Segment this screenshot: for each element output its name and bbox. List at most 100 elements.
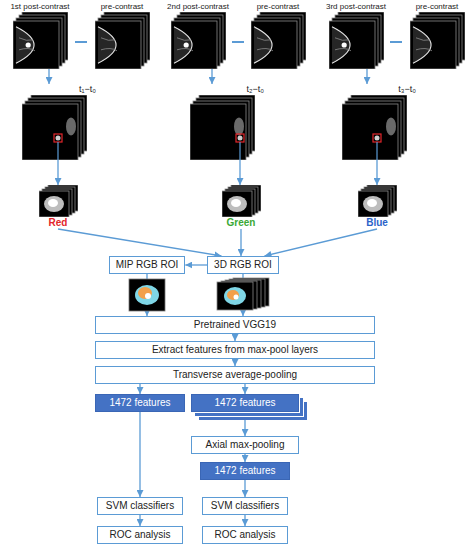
image-stack: 2nd post-contrast	[162, 2, 234, 69]
node-label: pre-contrast	[92, 2, 152, 12]
lesion-blob	[44, 196, 64, 212]
image-slice	[251, 21, 297, 69]
roi-marker	[54, 134, 62, 142]
image-slice	[410, 21, 456, 69]
image-slice	[13, 21, 59, 69]
process-box: Axial max-pooling	[191, 436, 299, 454]
arrow-connector	[48, 69, 49, 84]
node-label: Extract features from max-pool layers	[102, 344, 368, 356]
tissue-texture	[257, 38, 273, 51]
lesion-blob	[135, 285, 159, 305]
lesion-blob	[363, 196, 383, 212]
tissue-texture	[177, 38, 193, 51]
lesion-blob	[227, 196, 247, 212]
node-label: pre-contrast	[407, 2, 467, 12]
image-stack-picture	[39, 185, 78, 217]
image-slice	[95, 21, 141, 69]
image-stack: pre-contrast	[248, 2, 308, 69]
roi-marker	[236, 134, 244, 142]
image-stack-picture	[329, 12, 384, 69]
image-slice	[171, 21, 217, 69]
image-stack-picture	[358, 185, 397, 217]
node-label: pre-contrast	[248, 2, 308, 12]
node-label: 2nd post-contrast	[162, 2, 234, 12]
image-slice	[39, 191, 69, 217]
roi-marker	[373, 134, 381, 142]
image-ground	[13, 21, 59, 69]
process-box: Transverse average-pooling	[95, 366, 375, 384]
lesion-blob	[227, 290, 239, 300]
minus-sign	[232, 41, 244, 43]
lesion-dot	[183, 42, 188, 47]
image-stack-picture	[95, 12, 150, 69]
node-label: ROC analysis	[104, 529, 176, 541]
image-stack-picture	[171, 12, 226, 69]
lesion-blob	[138, 287, 152, 299]
tissue-texture	[19, 38, 35, 51]
node-label: SVM classifiers	[209, 500, 281, 512]
image-stack: pre-contrast	[92, 2, 152, 69]
roi-stack: Blue	[352, 185, 402, 229]
node-label: 1st post-contrast	[4, 2, 76, 12]
analysis-box: ROC analysis	[202, 526, 288, 544]
image-ground	[358, 191, 388, 217]
arrow-connector	[240, 229, 241, 256]
classifier-box: SVM classifiers	[97, 497, 183, 515]
roi-3d-stack	[217, 278, 269, 310]
arrow-connector	[376, 160, 377, 185]
node-label: SVM classifiers	[104, 500, 176, 512]
arrow-connector	[139, 412, 140, 497]
breast-outline	[98, 27, 116, 63]
image-ground	[342, 104, 398, 160]
image-slice	[22, 104, 78, 160]
tissue-texture	[335, 38, 351, 51]
process-box: Extract features from max-pool layers	[95, 341, 375, 359]
image-ground	[410, 21, 456, 69]
enhancement-blob	[56, 136, 61, 141]
enhancement-blob	[386, 117, 396, 135]
node-label: MIP RGB ROI	[116, 259, 179, 271]
arrow-connector	[244, 515, 245, 526]
feature-box: 1472 features	[200, 462, 290, 480]
image-ground	[329, 21, 375, 69]
arrow-connector	[234, 334, 235, 341]
tissue-texture	[101, 38, 117, 51]
image-stack: 3rd post-contrast	[320, 2, 392, 69]
mip-image	[129, 279, 165, 311]
arrow-connector	[57, 160, 58, 185]
node-label: 3D RGB ROI	[214, 259, 272, 271]
image-stack-picture	[410, 12, 465, 69]
lesion-blob	[145, 293, 151, 299]
arrow-connector	[234, 359, 235, 366]
node-label: Red	[33, 217, 83, 229]
arrow-connector	[244, 384, 245, 394]
image-ground	[129, 279, 165, 311]
roi-stack: Green	[216, 185, 266, 229]
image-stack-picture	[222, 185, 261, 217]
image-slice	[342, 104, 398, 160]
node-label: 1472 features	[207, 465, 283, 477]
image-stack-picture	[342, 95, 407, 160]
image-ground	[39, 191, 69, 217]
breast-outline	[174, 27, 192, 63]
node-label: Axial max-pooling	[198, 439, 292, 451]
node-label: 1472 features	[198, 397, 292, 409]
roi-stack: Red	[33, 185, 83, 229]
node-label: t₁−t₀	[22, 84, 96, 95]
arrow-connector	[185, 264, 207, 265]
analysis-box: ROC analysis	[97, 526, 183, 544]
feature-box: 1472 features	[95, 394, 185, 412]
roi-leader	[57, 142, 58, 160]
image-ground	[251, 21, 297, 69]
roi-leader	[239, 142, 240, 160]
lesion-blob	[367, 199, 377, 207]
lesion-blob	[48, 199, 58, 207]
subtraction-stack: t₂−t₀	[190, 84, 264, 160]
image-ground	[217, 282, 253, 310]
node-label: Green	[216, 217, 266, 229]
arrow-connector	[244, 454, 245, 462]
arrow-connector	[239, 160, 240, 185]
breast-outline	[254, 27, 272, 63]
arrow-connector	[211, 69, 212, 84]
process-box: MIP RGB ROI	[109, 256, 186, 274]
